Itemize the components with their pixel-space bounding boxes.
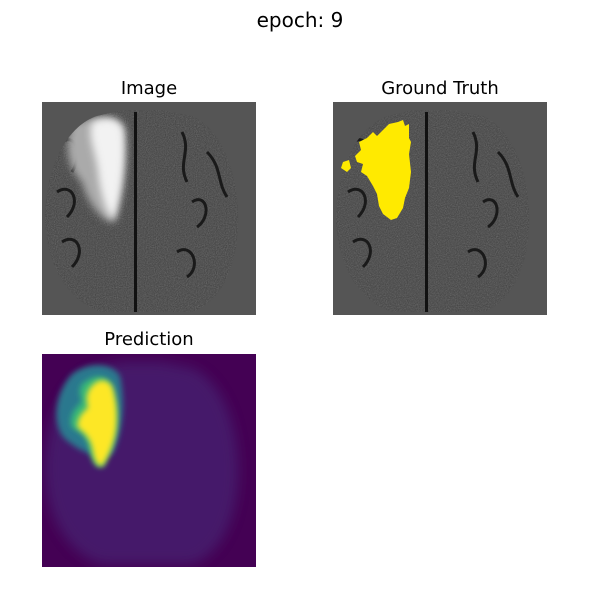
mri-image bbox=[42, 102, 256, 315]
ground-truth-panel-title: Ground Truth bbox=[381, 78, 499, 99]
prediction-panel-title: Prediction bbox=[104, 329, 194, 350]
image-panel bbox=[42, 102, 256, 315]
ground-truth-mask bbox=[341, 120, 411, 220]
figure-title: epoch: 9 bbox=[256, 8, 344, 32]
image-panel-title: Image bbox=[120, 78, 178, 99]
prediction-panel bbox=[42, 354, 256, 567]
ground-truth-image bbox=[333, 102, 547, 315]
ground-truth-panel bbox=[333, 102, 547, 315]
prediction-heatmap bbox=[42, 354, 256, 567]
